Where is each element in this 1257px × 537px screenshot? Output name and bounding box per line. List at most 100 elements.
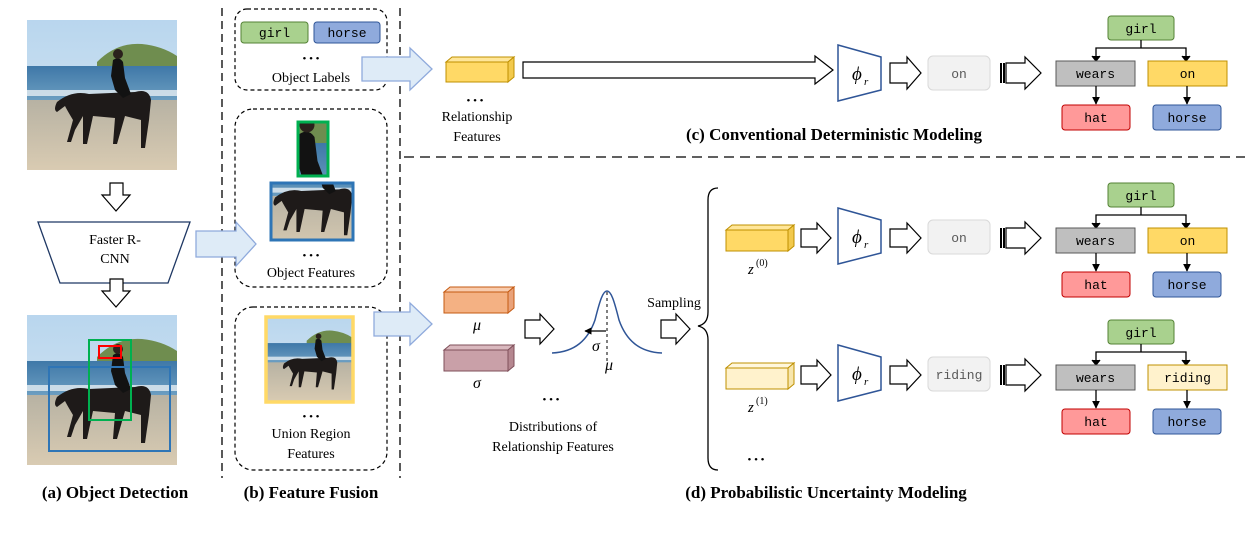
sampling-brace (697, 187, 719, 471)
graph-1-right-rel-text: on (1180, 234, 1196, 249)
mu-label: μ (472, 317, 481, 334)
gaussian-mu: μ (604, 357, 613, 374)
z0-cuboid (724, 223, 796, 253)
relationship-feature-cuboid (444, 55, 516, 84)
distributions-caption-2: Relationship Features (492, 440, 614, 455)
prediction-z0 (927, 219, 991, 255)
object-features-ellipsis: • • • (302, 250, 319, 262)
horse-bbox (48, 366, 171, 452)
object-labels-caption: Object Labels (272, 71, 350, 86)
arrow-z0-to-phi (800, 221, 832, 255)
union-crop-border (264, 315, 355, 404)
fusion-arrow-left (195, 220, 257, 268)
sigma-label: σ (473, 375, 482, 392)
graph-2-right-obj-text: horse (1167, 415, 1206, 430)
graph-1-left-obj (1061, 271, 1131, 298)
graph-0-right-rel-text: on (1180, 67, 1196, 82)
samples-ellipsis: • • • (747, 454, 764, 466)
arrow-z1-to-phi (800, 358, 832, 392)
z1-superscript: (1) (756, 396, 768, 407)
hat-bbox (98, 345, 122, 359)
union-caption-1: Union Region (272, 427, 351, 442)
graph-2-left-rel (1055, 364, 1136, 391)
prediction-c (927, 55, 991, 91)
object-features-caption: Object Features (267, 266, 355, 281)
z0-superscript: (0) (756, 258, 768, 269)
prediction-z0-text: on (951, 231, 967, 246)
sigma-cuboid (442, 343, 516, 373)
label-chip-girl-text: girl (259, 26, 290, 41)
panel-c-title: (c) Conventional Deterministic Modeling (686, 125, 983, 144)
label-chip-horse-text: horse (327, 26, 366, 41)
fusion-arrow-bottom (373, 301, 433, 347)
scene-graph-2: girl wears riding hat horse (1055, 319, 1228, 435)
graph-0-right-obj-text: horse (1167, 111, 1206, 126)
detector-label-1: Faster R- (89, 233, 141, 248)
z1-cuboid (724, 361, 796, 391)
phi-c-sub: r (864, 76, 869, 88)
gaussian-sigma: σ (592, 338, 601, 355)
relationship-ellipsis: • • • (466, 95, 483, 107)
graph-1-right-rel (1147, 227, 1228, 254)
mu-cuboid (442, 285, 516, 315)
girl-crop-border (296, 120, 330, 178)
graph-0-left-obj-text: hat (1084, 111, 1107, 126)
down-arrow-2 (100, 278, 132, 308)
relationship-caption-2: Features (453, 130, 500, 145)
phi-z0: ϕ (852, 227, 862, 248)
graph-2-left-obj-text: hat (1084, 415, 1107, 430)
sampling-label: Sampling (647, 296, 701, 311)
distributions-ellipsis: • • • (542, 394, 559, 406)
prediction-c-text: on (951, 67, 967, 82)
z1-label: z (747, 400, 754, 416)
panel-b-title: (b) Feature Fusion (244, 483, 379, 502)
long-arrow (522, 54, 834, 86)
graph-0-left-rel (1055, 60, 1136, 87)
union-ellipsis: • • • (302, 411, 319, 423)
panel-d: μ σ σ μ • • • Distributions of Relations… (442, 187, 1042, 502)
scene-graph-1: girl wears on hat horse (1055, 182, 1228, 298)
label-chip-horse (313, 21, 381, 44)
graph-1-right-obj-text: horse (1167, 278, 1206, 293)
graph-2-left-rel-text: wears (1076, 371, 1115, 386)
scene-graph-0: girl wears on hat horse (1055, 15, 1228, 131)
graph-0-right-obj (1152, 104, 1222, 131)
detector-trapezoid (37, 221, 191, 284)
prediction-z1-text: riding (936, 368, 983, 383)
z0-label: z (747, 262, 754, 278)
graph-1-subject-text: girl (1125, 189, 1156, 204)
down-arrow-1 (100, 182, 132, 212)
girl-bbox (88, 339, 132, 421)
phi-classifier-z0 (837, 207, 882, 265)
graph-0-right-rel (1147, 60, 1228, 87)
labels-group (234, 8, 388, 91)
graph-2-left-obj (1061, 408, 1131, 435)
fusion-arrow-top (361, 46, 433, 92)
graph-2-right-obj (1152, 408, 1222, 435)
object-features-group (234, 108, 388, 288)
pred-to-graph-arrow-c (1000, 55, 1042, 91)
phi-z0-sub: r (864, 239, 869, 251)
labels-ellipsis: • • • (302, 53, 319, 65)
phi-z1-sub: r (864, 376, 869, 388)
input-image (27, 20, 177, 170)
union-crop (267, 317, 352, 402)
graph-0-left-rel-text: wears (1076, 67, 1115, 82)
relationship-caption-1: Relationship (442, 110, 513, 125)
phi-classifier-z1 (837, 344, 882, 402)
pred-to-graph-arrow-z1 (1000, 357, 1042, 393)
graph-1-left-obj-text: hat (1084, 278, 1107, 293)
prediction-z1 (927, 356, 991, 392)
panel-a: Faster R- CNN (a) Object Detection (27, 20, 191, 502)
phi-classifier-c (837, 44, 882, 102)
arrow-phi-to-pred-c (889, 55, 922, 91)
graph-2-subject-text: girl (1125, 326, 1156, 341)
union-group (234, 306, 388, 471)
panel-d-title: (d) Probabilistic Uncertainty Modeling (685, 483, 967, 502)
pred-to-graph-arrow-z0 (1000, 220, 1042, 256)
horse-crop-border (269, 181, 355, 242)
arrow-phi-to-pred-z1 (889, 358, 922, 392)
graph-1-right-obj (1152, 271, 1222, 298)
gaussian-curve (551, 290, 663, 366)
graph-2-right-rel-text: riding (1164, 371, 1211, 386)
